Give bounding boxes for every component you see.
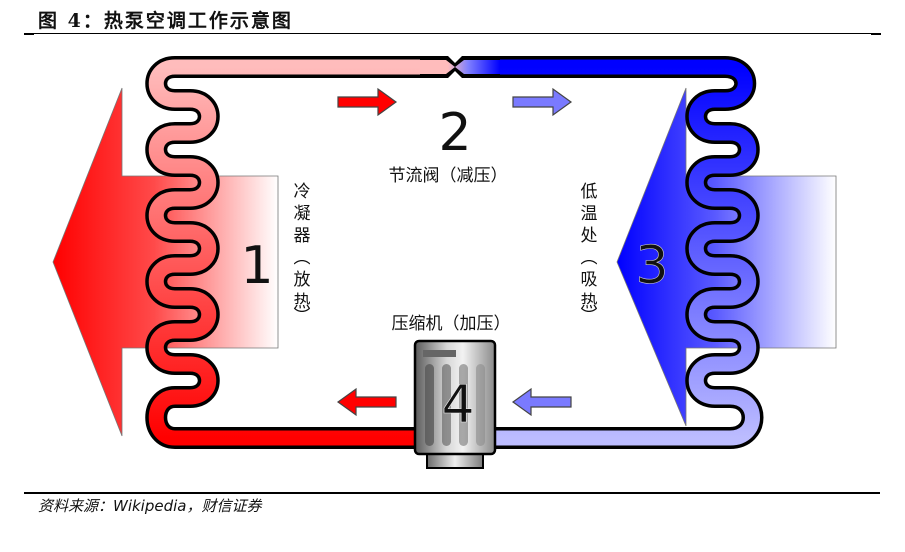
expansion-valve <box>420 56 500 78</box>
node-3-label-char: 处 <box>581 226 598 246</box>
node-3-label-char: 吸 <box>581 270 598 290</box>
flow-arrow-bottom-left <box>336 387 397 417</box>
title-rule-tick-right <box>871 33 881 35</box>
node-1-number: 1 <box>240 236 273 296</box>
node-3-label-char: 低 <box>581 182 598 202</box>
node-1-label-char: 冷 <box>294 182 311 202</box>
node-1-label-char: 热 <box>294 292 311 312</box>
figure-source: 资料来源：Wikipedia，财信证券 <box>38 497 262 515</box>
node-1-label-char: ︶ <box>294 307 311 327</box>
flow-arrow-bottom-right <box>511 387 572 417</box>
source-rule <box>24 492 880 494</box>
node-2-number: 2 <box>438 103 471 163</box>
evaporator-coil <box>462 59 760 446</box>
node-3-label: 低 温 处 ︵ 吸 热 ︶ <box>581 182 598 327</box>
flow-arrow-top-left <box>337 87 398 117</box>
node-3-label-char: 热 <box>581 292 598 312</box>
node-3-label-char: ︵ <box>581 248 598 268</box>
flow-arrow-top-right <box>512 87 573 117</box>
refrigerant-loop <box>145 56 764 449</box>
figure-title: 图 4：热泵空调工作示意图 <box>38 10 293 32</box>
condenser-coil <box>148 59 438 446</box>
node-1-label-char: 器 <box>294 226 311 246</box>
node-1-label-char: 放 <box>294 270 311 290</box>
node-3-label-char: 温 <box>581 204 598 224</box>
node-1-label-char: ︵ <box>294 248 311 268</box>
title-rule-tick-left <box>24 33 34 35</box>
node-4-number: 4 <box>441 375 474 435</box>
node-1-label: 冷 凝 器 ︵ 放 热 ︶ <box>294 182 311 327</box>
node-4-label: 压缩机（加压） <box>392 314 511 334</box>
node-1-label-char: 凝 <box>294 204 311 224</box>
node-3-label-char: ︶ <box>581 307 598 327</box>
node-2-label: 节流阀（减压） <box>389 166 508 186</box>
compressor <box>413 339 497 469</box>
title-rule <box>24 33 880 34</box>
node-3-number: 3 <box>635 236 668 296</box>
